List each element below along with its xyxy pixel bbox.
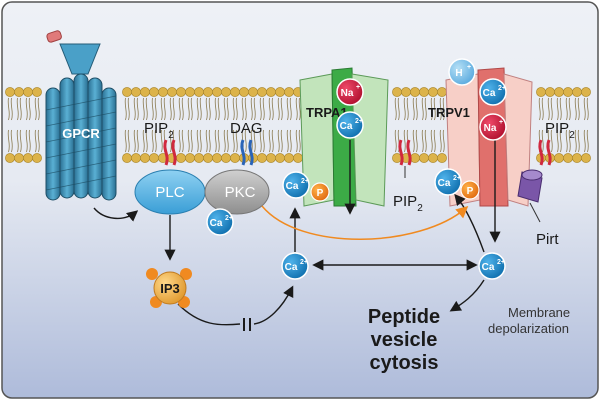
svg-text:+: + — [467, 64, 471, 71]
pip2-right-label: PIP2 — [545, 120, 575, 141]
vesicle-label: vesicle — [371, 329, 438, 351]
pip2-left-label: PIP2 — [144, 120, 174, 141]
svg-text:2+: 2+ — [300, 259, 308, 266]
pip2-middle-label: PIP2 — [393, 193, 423, 214]
svg-text:+: + — [356, 84, 360, 91]
ligand-icon — [46, 30, 62, 43]
calcium-to-trpv1-arrow — [454, 193, 485, 253]
ca-ion-trpa1: Ca 2+ — [336, 111, 364, 139]
ip3-molecule: IP3 — [146, 268, 192, 308]
pirt-protein: Pirt — [517, 169, 559, 248]
ca-ion-cytosol-left: Ca 2+ — [281, 252, 309, 280]
peptide-label: Peptide — [368, 306, 440, 328]
pkc-enzyme: PKC — [204, 169, 270, 215]
svg-text:+: + — [499, 119, 503, 126]
pirt-label: Pirt — [536, 231, 559, 248]
na-ion-trpv1: Na + — [479, 113, 507, 141]
gpcr-label: GPCR — [62, 126, 100, 141]
svg-text:2+: 2+ — [355, 118, 363, 125]
svg-text:P: P — [467, 186, 474, 197]
na-ion-trpa1: Na + — [336, 78, 364, 106]
trpv1-label: TRPV1 — [428, 105, 470, 120]
svg-text:Ca: Ca — [285, 262, 298, 273]
svg-text:2+: 2+ — [497, 259, 505, 266]
ca-ion-pkc: Ca 2+ — [206, 208, 234, 236]
svg-text:Ca: Ca — [483, 88, 496, 99]
membrane-label: Membrane — [508, 305, 570, 320]
svg-text:Ca: Ca — [210, 218, 223, 229]
depolarization-label: depolarization — [488, 321, 569, 336]
ca-ion-trpv1-inner: Ca 2+ — [434, 168, 462, 196]
lipid-bilayer — [5, 87, 591, 163]
pkc-label: PKC — [225, 184, 256, 201]
h-ion-trpv1: H + — [448, 58, 476, 86]
svg-text:Na: Na — [341, 88, 354, 99]
pip2-lipid-left: PIP2 — [144, 120, 177, 166]
ip3-to-er-arrow — [177, 303, 241, 326]
pathway-arrows — [93, 140, 501, 326]
svg-text:2+: 2+ — [498, 85, 506, 92]
cytosis-label: cytosis — [370, 352, 439, 374]
gpcr-receptor: GPCR — [45, 30, 117, 201]
plc-label: PLC — [155, 184, 184, 201]
dag-lipid: DAG — [230, 120, 263, 166]
svg-text:Ca: Ca — [482, 262, 495, 273]
svg-text:H: H — [455, 68, 462, 79]
dag-label: DAG — [230, 120, 263, 137]
ca-ion-trpa1-inner: Ca 2+ — [282, 171, 310, 199]
ip3-label: IP3 — [160, 281, 180, 296]
pip2-lipid-middle: PIP2 — [393, 139, 423, 214]
pkc-phosphorylation-arrow — [261, 205, 469, 240]
svg-text:2+: 2+ — [225, 215, 233, 222]
phosphate-trpv1: P — [460, 180, 480, 200]
er-mark — [243, 318, 251, 331]
svg-text:Ca: Ca — [286, 181, 299, 192]
svg-text:Na: Na — [484, 123, 497, 134]
ca-ion-cytosol-right: Ca 2+ — [478, 252, 506, 280]
pip2-lipid-right: PIP2 — [538, 120, 575, 166]
svg-text:2+: 2+ — [301, 178, 309, 185]
ca-ion-trpv1: Ca 2+ — [479, 78, 507, 106]
phosphate-trpa1: P — [310, 182, 330, 202]
svg-text:Ca: Ca — [438, 178, 451, 189]
svg-text:Ca: Ca — [340, 121, 353, 132]
er-to-calcium-arrow — [253, 285, 294, 325]
gpcr-to-plc-arrow — [93, 207, 139, 222]
svg-text:2+: 2+ — [453, 175, 461, 182]
trpa1-label: TRPA1 — [306, 105, 348, 120]
plc-enzyme: PLC — [134, 169, 206, 215]
calcium-to-vesicle-arrow — [449, 279, 485, 312]
svg-text:P: P — [317, 188, 324, 199]
